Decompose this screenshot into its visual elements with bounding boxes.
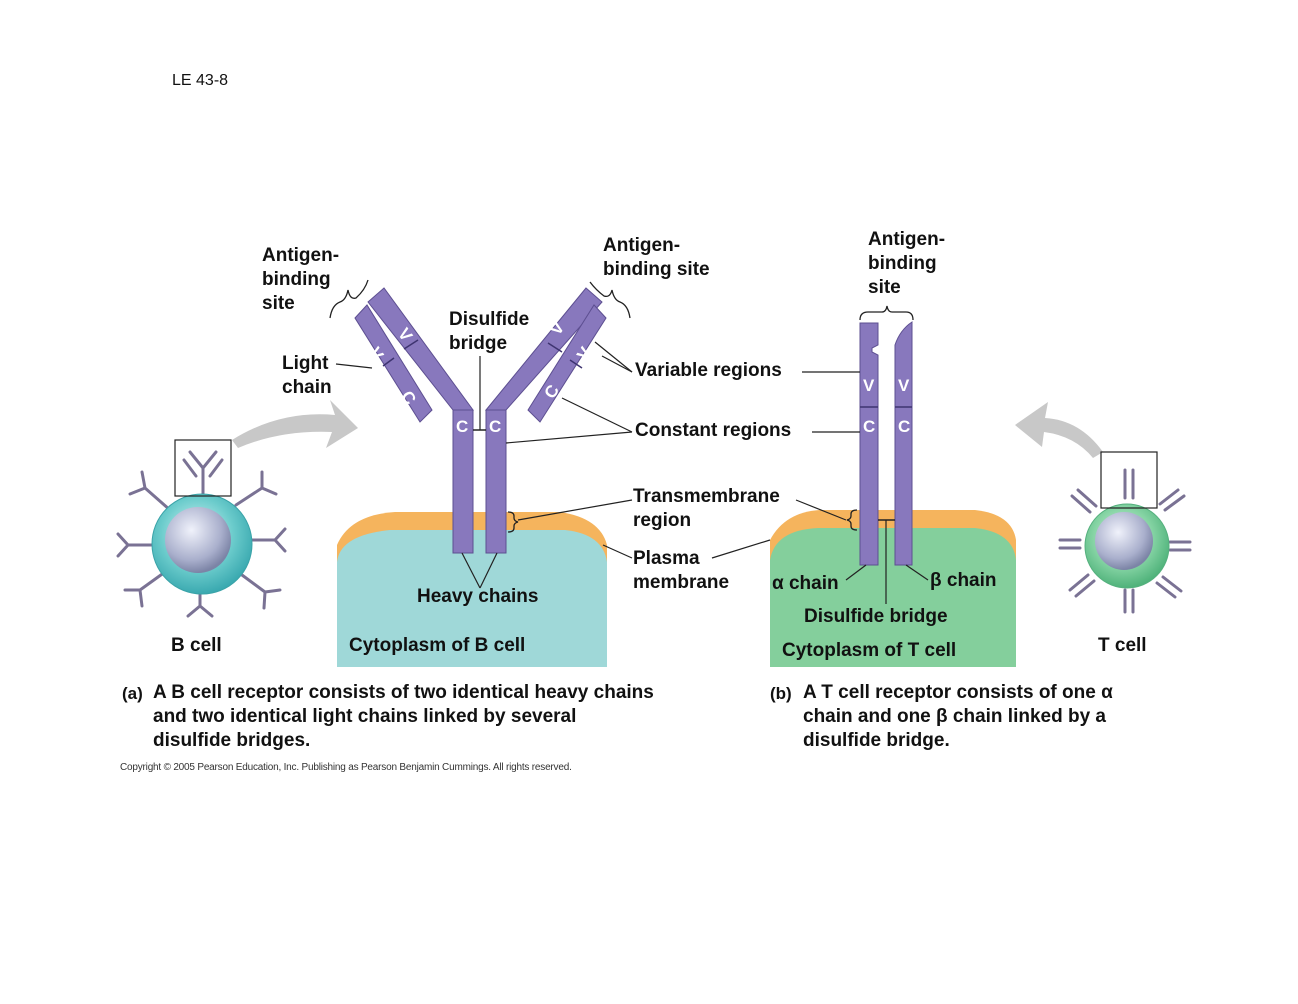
b-receptor-light-chains <box>354 304 607 423</box>
cytoplasm-t-label: Cytoplasm of T cell <box>782 640 957 661</box>
constant-regions-label: Constant regions <box>635 420 792 441</box>
caption-b-text: A T cell receptor consists of one α chai… <box>803 682 1113 751</box>
disulfide-bridge-label: Disulfide bridge <box>449 309 530 354</box>
t-cell-zoom-arrow <box>1015 402 1103 458</box>
t-cell-label: T cell <box>1098 635 1147 656</box>
b-receptor-region-dividers <box>382 339 583 369</box>
b-cell-label: B cell <box>171 635 222 656</box>
caption-a-text: A B cell receptor consists of two identi… <box>153 682 654 751</box>
t-receptor-beta-chain <box>894 321 913 566</box>
t-alpha-variable-letter: V <box>863 376 875 395</box>
b-receptor-heavy-chains <box>367 287 603 554</box>
antigen-binding-site-t-label: Antigen- binding site <box>868 229 946 298</box>
braces <box>329 279 914 533</box>
t-cell-zoom-box <box>1100 451 1158 509</box>
antigen-binding-site-left-label: Antigen- binding site <box>262 245 340 314</box>
plasma-membrane-label: Plasma membrane <box>633 548 730 593</box>
transmembrane-region-label: Transmembrane region <box>633 486 780 531</box>
b-cell-zoom-arrow <box>232 400 358 448</box>
b-heavy-left-constant-letter: C <box>456 417 469 436</box>
b-cell-cytoplasm <box>337 530 607 667</box>
t-cell-cytoplasm <box>770 528 1016 667</box>
caption-a-letter: (a) <box>122 684 143 703</box>
t-receptor-chains <box>859 321 913 566</box>
t-alpha-constant-letter: C <box>863 417 876 436</box>
cytoplasm-b-label: Cytoplasm of B cell <box>349 635 526 656</box>
leader-lines <box>335 341 929 604</box>
slide-id: LE 43-8 <box>172 72 229 89</box>
t-receptor-alpha-chain <box>859 322 879 566</box>
t-disulfide-bridge-label: Disulfide bridge <box>804 606 948 627</box>
light-chain-label: Light chain <box>282 353 332 398</box>
t-beta-variable-letter: V <box>898 376 910 395</box>
t-beta-constant-letter: C <box>898 417 911 436</box>
heavy-chains-label: Heavy chains <box>417 586 539 607</box>
antigen-binding-site-right-label: Antigen- binding site <box>603 235 710 280</box>
b-cell-zoom-box <box>174 439 232 497</box>
beta-chain-label: β chain <box>930 570 997 591</box>
t-cell-illustration <box>1058 451 1192 614</box>
caption-b-letter: (b) <box>770 684 792 703</box>
copyright-notice: Copyright © 2005 Pearson Education, Inc.… <box>120 762 572 773</box>
b-heavy-right-constant-letter: C <box>489 417 502 436</box>
alpha-chain-label: α chain <box>772 573 839 594</box>
b-cell-illustration <box>116 439 287 618</box>
variable-regions-label: Variable regions <box>635 360 782 381</box>
